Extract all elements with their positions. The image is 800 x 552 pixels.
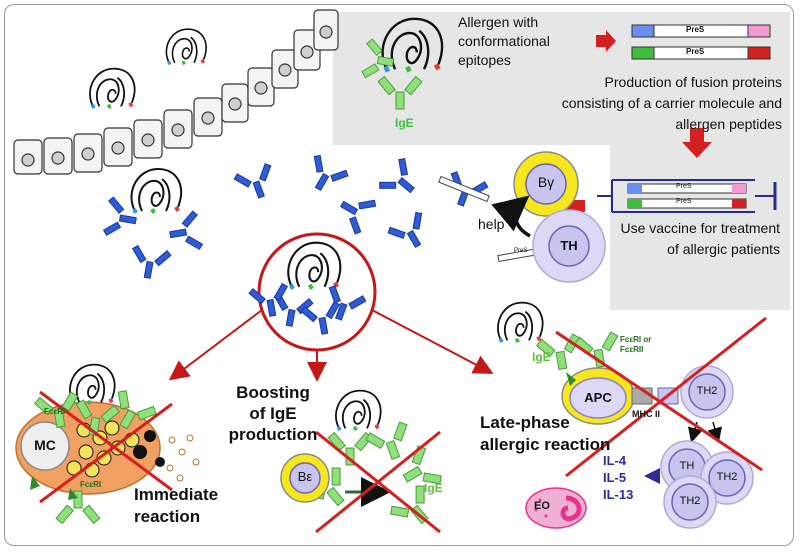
- central-circle: [257, 232, 377, 352]
- th2-top-label: TH2: [696, 385, 718, 397]
- ige-label-top: IgE: [395, 116, 414, 130]
- ige-label-boost: IgE: [424, 481, 443, 495]
- apc-label: APC: [584, 390, 612, 405]
- fceri-top-label: FcεRI: [44, 407, 66, 416]
- syringe-bar-label-2: PreS: [676, 198, 692, 205]
- syringe-bar-label-1: PreS: [676, 183, 692, 190]
- th2-bottom-label: TH2: [679, 495, 701, 507]
- late-phase-label: Late-phase allergic reaction: [480, 413, 611, 454]
- cytokines-label: IL-4 IL-5 IL-13: [603, 453, 634, 502]
- allergen-label: Allergen with conformational epitopes: [458, 14, 550, 68]
- immediate-reaction-label: Immediate reaction: [134, 485, 219, 526]
- th2-right-label: TH2: [716, 471, 738, 483]
- vaccine-text: Use vaccine for treatment of allergic pa…: [620, 220, 780, 257]
- small-syringe-label: PreS: [514, 248, 528, 254]
- th-small-label: TH: [679, 460, 695, 472]
- epithelium: [13, 9, 339, 175]
- b-gamma-label: Bγ: [537, 174, 555, 190]
- fusion-bar-label-2: PreS: [686, 47, 705, 56]
- fceri-or-label: FcεRI or FcεRII: [620, 335, 652, 354]
- eo-label: EO: [534, 500, 550, 512]
- diagram-frame: [4, 4, 794, 546]
- ige-label-late: IgE: [532, 350, 551, 364]
- b-epsilon-label: Bε: [297, 469, 313, 484]
- syringe: [597, 179, 777, 213]
- boosting-label: Boosting of IgE production: [228, 383, 318, 444]
- apc-cell: [569, 377, 627, 419]
- help-label: help: [478, 216, 505, 232]
- fusion-bar-label-1: PreS: [686, 25, 705, 34]
- fusion-bars: [631, 24, 771, 60]
- grey-panel: [333, 12, 790, 310]
- mc-label: MC: [34, 437, 56, 453]
- mhc-label: MHC II: [632, 409, 660, 419]
- fceri-bottom-label: FcεRI: [80, 480, 102, 489]
- th-label: TH: [560, 238, 578, 253]
- fusion-text: Production of fusion proteins consisting…: [561, 74, 782, 132]
